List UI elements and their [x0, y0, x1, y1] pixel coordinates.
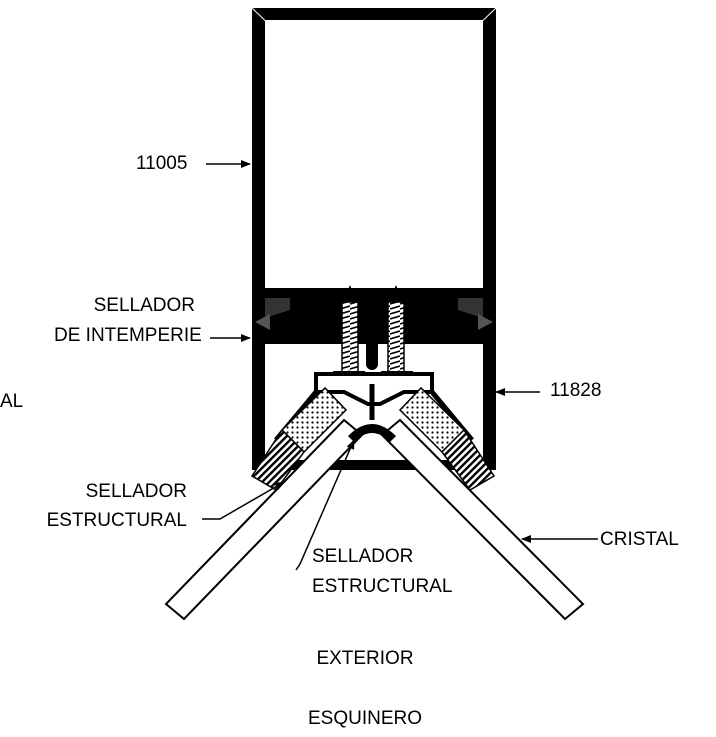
label-structural-sealant-center-line1: SELLADOR: [312, 546, 414, 567]
center-slot: [366, 334, 378, 370]
label-exterior: EXTERIOR: [316, 648, 414, 669]
label-profile-11005: 11005: [136, 153, 188, 174]
label-glass: CRISTAL: [600, 529, 679, 550]
drawing-caption: ESQUINERO: [307, 708, 423, 729]
structural-sealant-left: [250, 386, 348, 491]
label-profile-11828: 11828: [550, 380, 602, 401]
label-structural-sealant-left-line1: SELLADOR: [85, 481, 187, 502]
structural-sealant-right: [398, 386, 496, 491]
label-structural-sealant-center-line2: ESTRUCTURAL: [312, 576, 453, 597]
leader-lines: [202, 160, 598, 571]
label-structural-sealant-left-line2: ESTRUCTURAL: [46, 510, 187, 531]
label-weather-sealant-line2: DE INTEMPERIE: [54, 325, 202, 346]
weather-sealant-bar: [252, 296, 496, 336]
structural-sealant-center: [348, 424, 396, 442]
label-weather-sealant-line1: SELLADOR: [93, 295, 195, 316]
label-clipped-edge: AL: [0, 391, 24, 412]
